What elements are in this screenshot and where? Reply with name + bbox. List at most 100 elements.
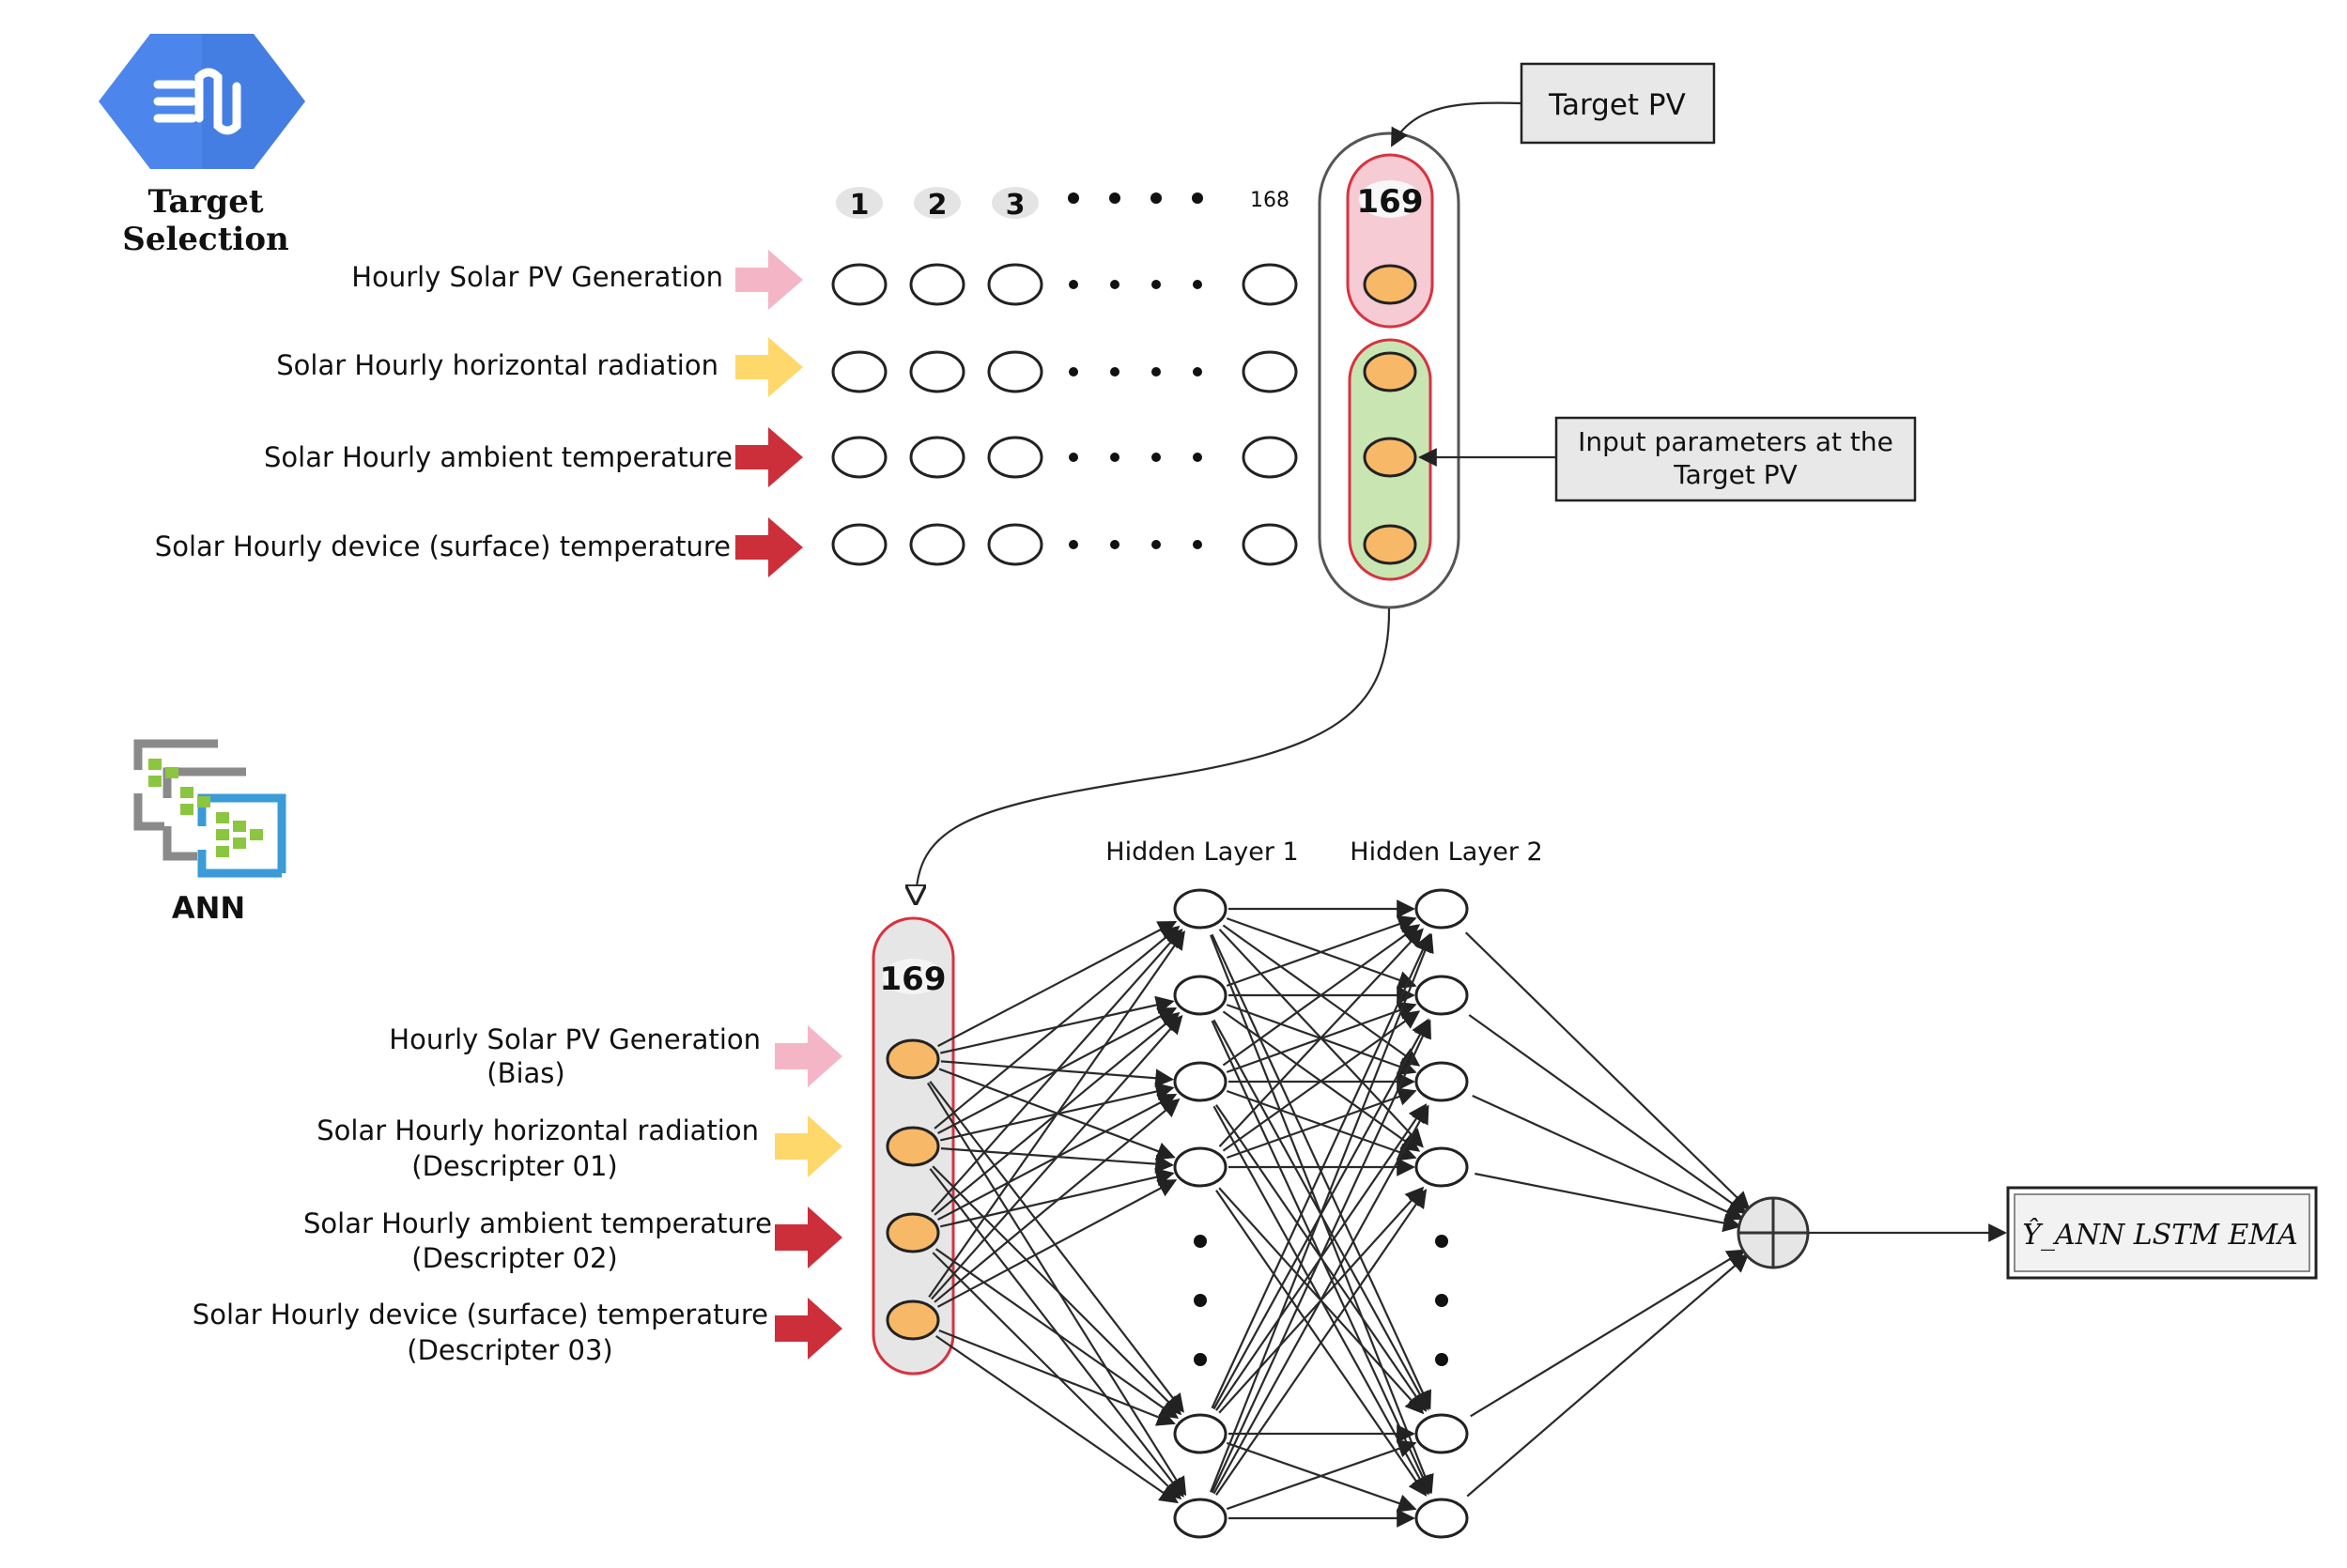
ann-title: ANN bbox=[172, 890, 245, 926]
input-neuron bbox=[886, 1212, 940, 1253]
ann-input-sublabel-1: (Bias) bbox=[486, 1057, 564, 1089]
callout-input-parameters: Input parameters at the Target PV bbox=[1554, 416, 1917, 502]
hidden2-ellipsis-dot bbox=[1435, 1235, 1448, 1248]
ann-input-label-3: Solar Hourly ambient temperature bbox=[303, 1207, 772, 1239]
input-to-hidden1-edge bbox=[932, 1252, 1182, 1500]
hidden1-to-hidden2-edge bbox=[1226, 1439, 1417, 1511]
hidden2-to-sum-edge bbox=[1466, 1253, 1750, 1498]
hidden1-to-hidden2-edge bbox=[1222, 1010, 1421, 1152]
hidden1-ellipsis-dot bbox=[1194, 1235, 1207, 1248]
cascaded-layers-icon bbox=[133, 739, 286, 878]
row-label-device-temperature: Solar Hourly device (surface) temperatur… bbox=[155, 530, 731, 562]
hidden1-neuron bbox=[1173, 1061, 1228, 1102]
hidden2-to-sum-edge bbox=[1475, 1172, 1742, 1233]
input-neuron bbox=[886, 1299, 940, 1341]
row-arrow-red-2 bbox=[735, 517, 803, 577]
ann-section: ANN Hourly Solar PV Generation (Bias) So… bbox=[133, 739, 2318, 1539]
sum-node-icon bbox=[1737, 1196, 1810, 1269]
input-to-hidden1-edge bbox=[932, 1165, 1182, 1416]
input-to-hidden1-edge bbox=[934, 1098, 1181, 1303]
input-to-hidden1-edge bbox=[936, 1179, 1178, 1308]
callout-input-line1: Input parameters at the bbox=[1578, 426, 1893, 457]
row-arrow-yellow bbox=[735, 337, 803, 397]
callout-input-line2: Target PV bbox=[1673, 459, 1798, 490]
input-to-hidden1-edge bbox=[937, 920, 1178, 1048]
target-selection-title-line2: Selection bbox=[122, 221, 288, 258]
hidden1-to-hidden2-edge bbox=[1218, 928, 1424, 1147]
hidden2-to-sum-edge bbox=[1468, 1014, 1748, 1215]
hidden2-to-sum-edge bbox=[1470, 1249, 1746, 1418]
network-connections bbox=[926, 899, 1751, 1528]
sequence-grid bbox=[831, 263, 1298, 566]
input-to-hidden1-edge bbox=[934, 925, 1181, 1130]
output-box: Ŷ_ANN LSTM EMA bbox=[2006, 1186, 2318, 1280]
input-to-hidden1-edge bbox=[935, 1335, 1179, 1504]
input-neuron bbox=[886, 1126, 940, 1167]
hidden1-to-hidden2-edge bbox=[1215, 1189, 1428, 1496]
hidden1-neuron bbox=[1173, 1146, 1228, 1188]
ann-input-number-169: 169 bbox=[880, 961, 947, 998]
hidden1-to-hidden2-edge bbox=[1222, 924, 1421, 1067]
hidden1-neuron bbox=[1173, 1498, 1228, 1539]
ann-arrow-red-1 bbox=[775, 1207, 842, 1268]
hidden1-to-hidden2-edge bbox=[1211, 932, 1432, 1409]
hidden1-neuron bbox=[1173, 1413, 1228, 1454]
target-number-169: 169 bbox=[1357, 183, 1424, 221]
input-to-hidden1-edge bbox=[934, 1248, 1180, 1419]
row-label-ambient-temperature: Solar Hourly ambient temperature bbox=[264, 441, 733, 473]
transfer-curve bbox=[916, 607, 1391, 903]
ann-arrow-red-2 bbox=[775, 1298, 842, 1360]
input-neuron bbox=[886, 1038, 940, 1080]
hidden2-neuron bbox=[1414, 888, 1469, 930]
input-to-hidden1-edge bbox=[931, 1014, 1183, 1300]
hidden1-ellipsis-dot bbox=[1194, 1353, 1207, 1366]
hidden1-to-hidden2-edge bbox=[1212, 1104, 1429, 1495]
hidden1-to-hidden2-edge bbox=[1226, 915, 1417, 987]
hidden1-to-hidden2-edge bbox=[1210, 933, 1434, 1493]
target-selection-section: Target Selection 1 2 3 168 Hourly Solar … bbox=[99, 34, 1917, 903]
input-to-hidden1-edge bbox=[938, 1330, 1176, 1426]
hidden2-neuron bbox=[1414, 1498, 1469, 1539]
row-arrow-red-1 bbox=[735, 427, 803, 487]
ann-input-sublabel-4: (Descripter 03) bbox=[407, 1334, 613, 1366]
hidden2-ellipsis-dot bbox=[1435, 1294, 1448, 1307]
hidden1-ellipsis-dot bbox=[1194, 1294, 1207, 1307]
column-number-168: 168 bbox=[1250, 189, 1289, 212]
hidden2-neuron bbox=[1414, 975, 1469, 1016]
input-to-hidden1-edge bbox=[929, 1081, 1184, 1413]
ann-input-sublabel-3: (Descripter 02) bbox=[411, 1242, 618, 1274]
ann-input-label-1: Hourly Solar PV Generation bbox=[389, 1023, 761, 1055]
target-selection-title-line1: Target bbox=[147, 183, 263, 221]
input-to-hidden1-edge bbox=[931, 928, 1183, 1213]
column-number-1: 1 bbox=[850, 189, 870, 222]
hidden1-neuron bbox=[1173, 888, 1228, 930]
hidden2-ellipsis-dot bbox=[1435, 1353, 1448, 1366]
hidden2-to-sum-edge bbox=[1472, 1094, 1745, 1221]
hidden-layer-1-label: Hidden Layer 1 bbox=[1105, 838, 1298, 867]
hidden2-neuron bbox=[1414, 1413, 1469, 1454]
column-number-2: 2 bbox=[928, 189, 948, 222]
signal-hexagon-icon bbox=[99, 34, 305, 169]
network-nodes bbox=[886, 888, 1469, 1539]
ann-arrow-yellow bbox=[775, 1115, 842, 1177]
row-label-horizontal-radiation: Solar Hourly horizontal radiation bbox=[276, 349, 718, 381]
ann-input-sublabel-2: (Descripter 01) bbox=[411, 1150, 618, 1182]
callout-target-pv-text: Target PV bbox=[1548, 88, 1686, 122]
ann-input-label-2: Solar Hourly horizontal radiation bbox=[317, 1115, 759, 1146]
hidden1-neuron bbox=[1173, 975, 1228, 1016]
ann-input-label-4: Solar Hourly device (surface) temperatur… bbox=[193, 1299, 768, 1330]
ann-arrow-pink bbox=[775, 1025, 842, 1087]
hidden2-to-sum-edge bbox=[1464, 931, 1751, 1211]
row-label-pv-generation: Hourly Solar PV Generation bbox=[351, 261, 723, 293]
column-number-3: 3 bbox=[1006, 189, 1026, 222]
column-headers: 1 2 3 168 bbox=[836, 187, 1289, 222]
callout-target-pv: Target PV bbox=[1520, 62, 1716, 145]
target-column-169: 169 bbox=[1318, 131, 1460, 609]
hidden2-neuron bbox=[1414, 1061, 1469, 1102]
output-label: Ŷ_ANN LSTM EMA bbox=[2022, 1218, 2298, 1252]
hidden1-to-hidden2-edge bbox=[1211, 1019, 1431, 1494]
hidden-layer-2-label: Hidden Layer 2 bbox=[1350, 838, 1542, 867]
hidden2-neuron bbox=[1414, 1146, 1469, 1188]
row-arrow-pink bbox=[735, 250, 803, 310]
